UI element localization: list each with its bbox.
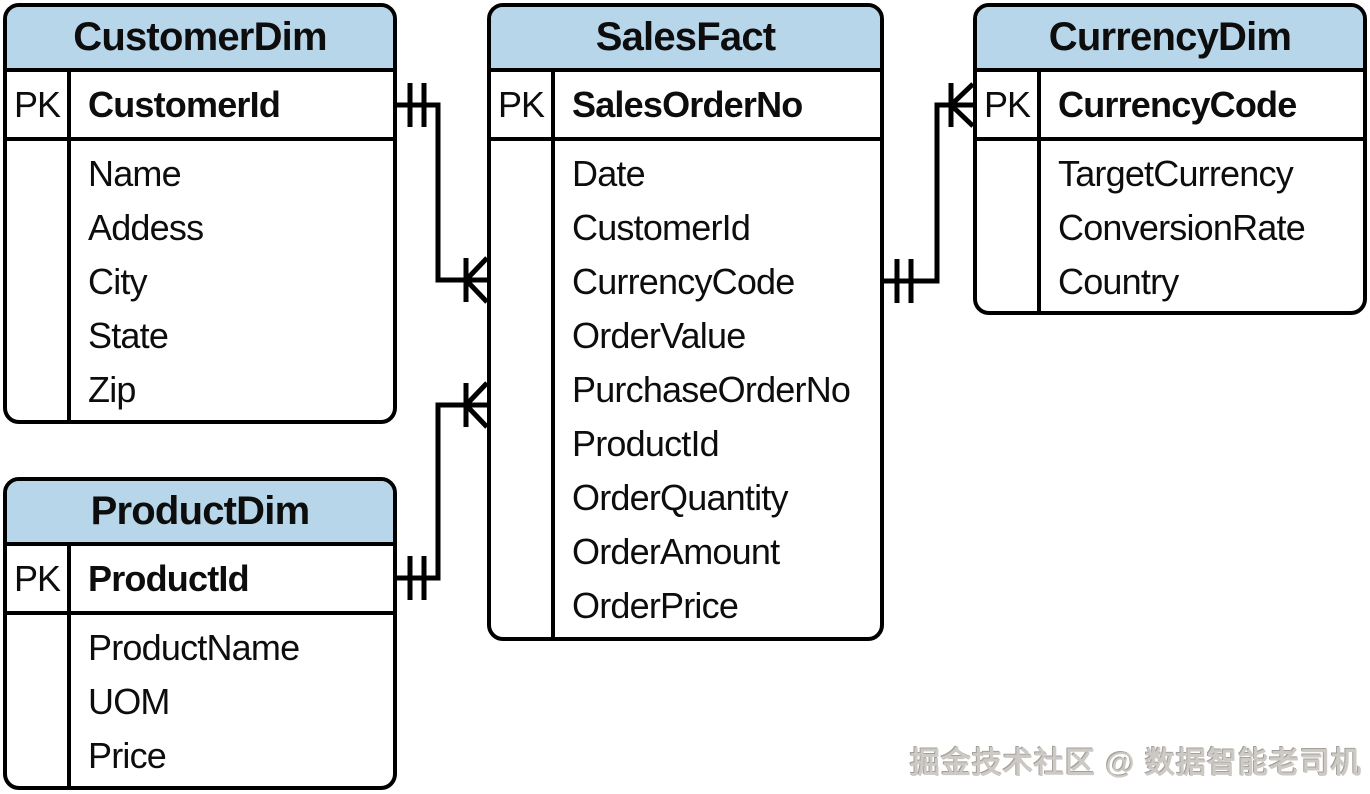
table-title: CurrencyDim (1048, 15, 1292, 59)
field-name: Date (572, 153, 646, 194)
field-name: Country (1058, 261, 1179, 302)
cardinality-one-and-only-one-ticks (407, 83, 427, 127)
field-list: Date CustomerId CurrencyCode OrderValue … (555, 141, 880, 637)
entity-table-salesfact: SalesFact PK SalesOrderNo Date CustomerI… (487, 3, 884, 641)
field-name: ConversionRate (1058, 207, 1306, 248)
watermark-text: 掘金技术社区 @ 数据智能老司机 (910, 747, 1362, 780)
field-name: CustomerId (572, 207, 751, 248)
field-list: ProductName UOM Price (71, 615, 393, 786)
field-name: ProductId (572, 423, 720, 464)
connector-line (397, 102, 487, 283)
table-header: CurrencyDim (977, 7, 1363, 72)
crow-foot-many-marker (463, 381, 489, 429)
pk-field-name: CustomerId (88, 83, 281, 125)
entity-table-productdim: ProductDim PK ProductId ProductName UOM … (3, 477, 397, 790)
pk-column-spacer (977, 141, 1041, 311)
table-header: SalesFact (491, 7, 880, 72)
crow-foot-many-marker (463, 256, 489, 304)
table-body: ProductName UOM Price (7, 615, 393, 786)
pk-field-name: CurrencyCode (1058, 83, 1297, 125)
pk-field-name: ProductId (88, 557, 250, 599)
field-name: OrderQuantity (572, 477, 789, 518)
relationship-salesfact-currencydim (884, 82, 975, 303)
pk-label: PK (977, 72, 1041, 137)
field-name: Name (88, 153, 182, 194)
field-name: Price (88, 735, 167, 776)
table-title: ProductDim (90, 489, 310, 533)
pk-row: PK CustomerId (7, 72, 393, 141)
table-title: SalesFact (595, 15, 776, 59)
cardinality-one-and-only-one-ticks (407, 556, 427, 600)
connector-line (884, 102, 973, 284)
relationship-customerdim-salesfact (397, 83, 489, 304)
connector-line (397, 402, 487, 581)
relationship-productdim-salesfact (397, 381, 489, 600)
field-name: Zip (88, 369, 136, 410)
table-body: Name Addess City State Zip (7, 141, 393, 420)
field-name: CurrencyCode (572, 261, 795, 302)
table-header: ProductDim (7, 481, 393, 546)
pk-label: PK (491, 72, 555, 137)
cardinality-one-and-only-one-ticks (894, 259, 914, 303)
field-list: Name Addess City State Zip (71, 141, 393, 420)
table-body: Date CustomerId CurrencyCode OrderValue … (491, 141, 880, 637)
field-name: ProductName (88, 627, 300, 668)
table-title: CustomerDim (73, 15, 327, 59)
pk-row: PK SalesOrderNo (491, 72, 880, 141)
pk-row: PK CurrencyCode (977, 72, 1363, 141)
field-name: State (88, 315, 169, 356)
field-name: Addess (88, 207, 204, 248)
pk-label: PK (7, 546, 71, 611)
pk-field-name: SalesOrderNo (572, 83, 803, 125)
crow-foot-many-marker (948, 82, 975, 128)
field-name: PurchaseOrderNo (572, 369, 851, 410)
pk-label: PK (7, 72, 71, 137)
field-name: UOM (88, 681, 170, 722)
table-header: CustomerDim (7, 7, 393, 72)
pk-column-spacer (491, 141, 555, 637)
field-list: TargetCurrency ConversionRate Country (1041, 141, 1363, 311)
pk-column-spacer (7, 141, 71, 420)
field-name: OrderPrice (572, 585, 739, 626)
field-name: OrderValue (572, 315, 746, 356)
field-name: City (88, 261, 148, 302)
entity-table-customerdim: CustomerDim PK CustomerId Name Addess Ci… (3, 3, 397, 424)
entity-table-currencydim: CurrencyDim PK CurrencyCode TargetCurren… (973, 3, 1367, 315)
field-name: TargetCurrency (1058, 153, 1294, 194)
table-body: TargetCurrency ConversionRate Country (977, 141, 1363, 311)
pk-column-spacer (7, 615, 71, 786)
field-name: OrderAmount (572, 531, 780, 572)
pk-row: PK ProductId (7, 546, 393, 615)
